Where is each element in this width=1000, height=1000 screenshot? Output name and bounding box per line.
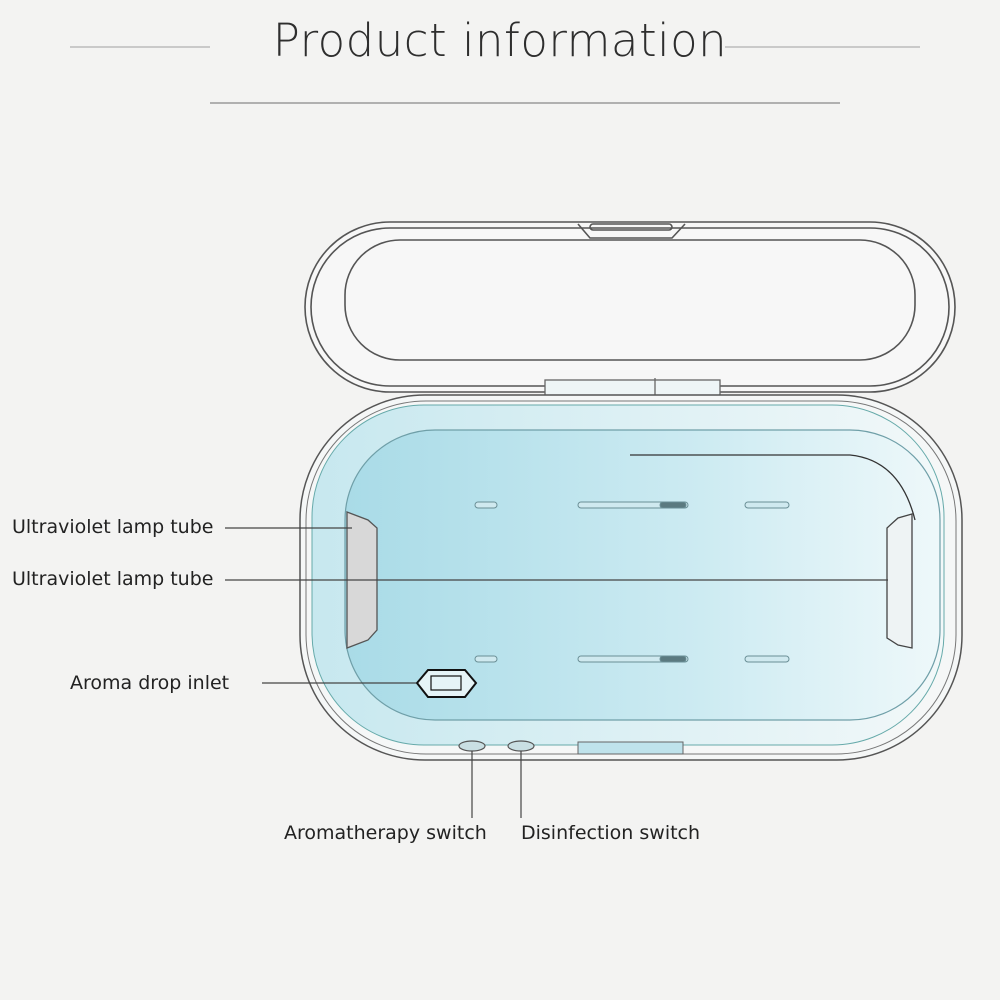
page-title: Product information	[272, 14, 728, 67]
uv-lamp-right	[886, 513, 913, 649]
leader-lines	[225, 527, 888, 818]
base	[299, 394, 963, 761]
switch-buttons	[458, 740, 535, 752]
label-aroma-drop-inlet: Aroma drop inlet	[70, 672, 230, 694]
label-uv-lamp-1: Ultraviolet lamp tube	[12, 516, 214, 538]
aroma-drop-inlet	[415, 669, 478, 698]
label-aromatherapy-switch: Aromatherapy switch	[284, 822, 487, 844]
header-rules	[70, 46, 920, 104]
lid	[304, 221, 956, 393]
label-disinfection-switch: Disinfection switch	[521, 822, 701, 844]
label-uv-lamp-2: Ultraviolet lamp tube	[12, 568, 214, 590]
